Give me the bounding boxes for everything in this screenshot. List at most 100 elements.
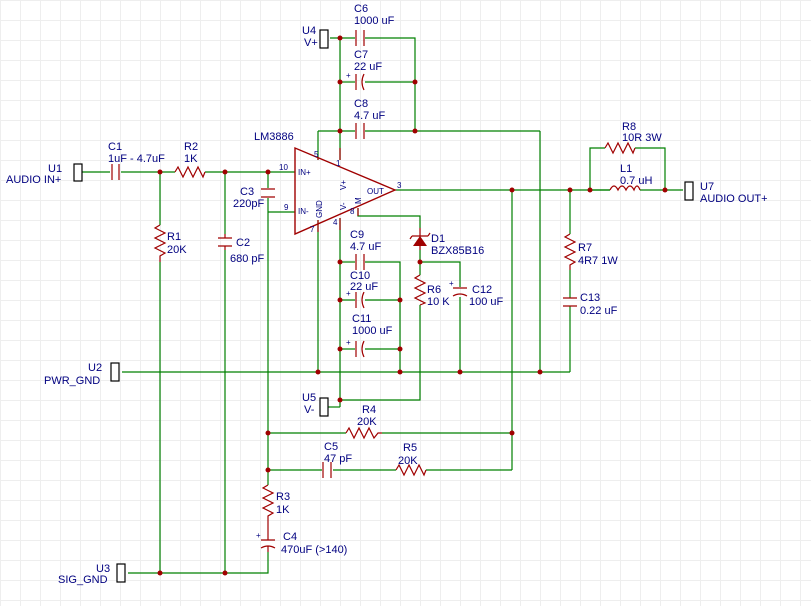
r8-ref: R8	[622, 121, 636, 133]
pin-vminus-label: V-	[339, 202, 348, 210]
pin-9-number: 9	[284, 203, 289, 212]
port-u5-label: V-	[304, 404, 315, 416]
c5-ref: C5	[324, 441, 338, 453]
l1-ref: L1	[620, 163, 632, 175]
resistor-r1-symbol	[153, 224, 167, 262]
c7-ref: C7	[354, 49, 368, 61]
c6-ref: C6	[354, 3, 368, 15]
port-u4-ref: U4	[302, 25, 316, 37]
svg-text:+: +	[256, 531, 261, 540]
r1-value: 20K	[167, 244, 187, 256]
pin-1-number: 1	[336, 159, 341, 168]
c11-ref: C11	[352, 313, 371, 325]
inductor-l1-symbol	[609, 185, 641, 192]
port-u2: U2 PWR_GND	[44, 362, 120, 387]
r7-value: 4R7 1W	[578, 255, 618, 267]
c3-ref: C3	[240, 186, 254, 198]
port-u1-label: AUDIO IN+	[6, 174, 61, 186]
port-u4-label: V+	[304, 37, 318, 49]
pin-10-number: 10	[279, 163, 288, 172]
r6-ref: R6	[427, 284, 441, 296]
svg-text:+: +	[449, 279, 454, 288]
svg-text:+: +	[346, 289, 351, 298]
pin-out-label: OUT	[367, 187, 384, 196]
r5-ref: R5	[403, 442, 417, 454]
l1-value: 0.7 uH	[620, 175, 652, 187]
port-u4: U4 V+	[302, 25, 329, 49]
svg-text:+: +	[346, 71, 351, 80]
lm3886-opamp: IN+ IN- OUT IN+ V+ V- GND M 10 9 7 5 1 4…	[254, 131, 402, 236]
c8-ref: C8	[354, 98, 368, 110]
r7-ref: R7	[578, 242, 592, 254]
r2-ref: R2	[184, 141, 198, 153]
capacitor-c2-symbol	[218, 234, 232, 250]
r5-value: 20K	[398, 455, 418, 467]
r8-value: 10R 3W	[622, 132, 662, 144]
c1-ref: C1	[108, 141, 122, 153]
port-u7-label: AUDIO OUT+	[700, 193, 768, 205]
c3-value: 220pF	[233, 198, 264, 210]
c12-ref: C12	[472, 284, 492, 296]
component-symbols: + + + + +	[111, 30, 641, 552]
c8-value: 4.7 uF	[354, 110, 385, 122]
c11-value: 1000 uF	[352, 325, 393, 337]
port-u5-ref: U5	[302, 392, 316, 404]
pin-in-minus-label: IN-	[298, 207, 309, 216]
d1-value: BZX85B16	[431, 245, 484, 257]
resistor-r2-symbol	[174, 165, 206, 179]
port-u1: U1 AUDIO IN+	[6, 163, 83, 186]
c10-ref: C10	[350, 270, 370, 282]
zener-d1-symbol	[409, 228, 431, 250]
capacitor-c4-symbol: +	[256, 520, 276, 552]
capacitor-c1-symbol	[111, 164, 120, 180]
resistor-r4-symbol	[345, 426, 382, 440]
port-u7: U7 AUDIO OUT+	[684, 181, 768, 205]
r6-value: 10 K	[427, 296, 450, 308]
c1-value: 1uF - 4.7uF	[108, 153, 165, 165]
port-u7-ref: U7	[700, 181, 714, 193]
c5-value: 47 pF	[324, 453, 352, 465]
c4-ref: C4	[283, 531, 297, 543]
capacitor-c9-symbol	[355, 254, 365, 270]
c9-value: 4.7 uF	[350, 241, 381, 253]
capacitor-c13-symbol	[563, 297, 577, 307]
pin-8-number: 8	[350, 207, 355, 216]
resistor-r3-symbol	[261, 484, 275, 520]
capacitor-c5-symbol	[322, 462, 332, 478]
port-u3: U3 SIG_GND	[58, 563, 126, 586]
r3-value: 1K	[276, 504, 290, 516]
c7-value: 22 uF	[354, 61, 382, 73]
port-u5: U5 V-	[302, 392, 329, 417]
c6-value: 1000 uF	[354, 15, 395, 27]
c13-value: 0.22 uF	[580, 305, 618, 317]
ic-name-label: LM3886	[254, 131, 294, 143]
c9-ref: C9	[350, 229, 364, 241]
pin-4-number: 4	[333, 218, 338, 227]
pin-3-number: 3	[397, 181, 402, 190]
capacitor-c6-symbol	[355, 30, 365, 46]
capacitor-c7-symbol: +	[346, 71, 365, 91]
r4-ref: R4	[362, 404, 376, 416]
r1-ref: R1	[167, 231, 181, 243]
port-u3-label: SIG_GND	[58, 574, 108, 586]
pin-gnd-label: GND	[315, 200, 324, 218]
capacitor-c12-symbol: +	[449, 279, 468, 297]
resistor-r7-symbol	[563, 233, 577, 270]
component-labels: C1 1uF - 4.7uF R2 1K R1 20K C2 680 pF C3…	[108, 3, 662, 556]
port-u2-label: PWR_GND	[44, 375, 100, 387]
r2-value: 1K	[184, 153, 198, 165]
pin-7-number: 7	[310, 225, 315, 234]
pin-mute-label: M	[354, 197, 363, 204]
r3-ref: R3	[276, 491, 290, 503]
c2-value: 680 pF	[230, 253, 265, 265]
resistor-r5-symbol	[395, 463, 427, 477]
wires	[82, 37, 683, 574]
port-u3-ref: U3	[96, 563, 110, 575]
c2-ref: C2	[236, 237, 250, 249]
c10-value: 22 uF	[350, 281, 378, 293]
pin-5-number: 5	[314, 150, 319, 159]
capacitor-c11-symbol: +	[346, 338, 365, 358]
resistor-r8-symbol	[604, 141, 636, 155]
